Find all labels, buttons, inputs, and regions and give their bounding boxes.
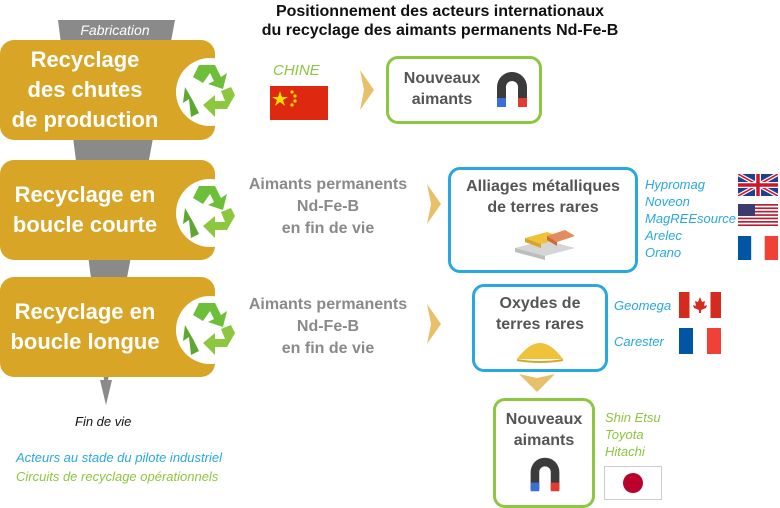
actor-name: Orano [645, 245, 682, 260]
uk-flag-icon [738, 174, 778, 196]
metal-ingots-icon [515, 230, 575, 260]
recycle-icon [176, 296, 244, 364]
magnet-icon [497, 72, 527, 107]
funnel-top-label: Fabrication [80, 22, 150, 38]
diagram-title: Positionnement des acteurs internationau… [190, 2, 690, 40]
actor-geomega: Geomega [614, 298, 672, 313]
product-box-new-magnets-2: Nouveaux aimants [493, 398, 595, 508]
arrow-right-icon [427, 304, 441, 344]
actor-name: MagREEsource [645, 211, 737, 226]
france-flag-icon [679, 328, 721, 354]
recycle-icon [176, 179, 244, 247]
product-box-rare-earth-alloys: Alliages métalliques de terres rares [448, 167, 638, 273]
magnet-icon [530, 457, 560, 492]
canada-flag-icon [679, 292, 721, 318]
legend-pilot: Acteurs au stade du pilote industriel [16, 450, 222, 465]
actor-name: Hitachi [605, 444, 645, 459]
product-title: Nouveaux aimants [505, 411, 583, 449]
actor-name: Noveon [645, 194, 690, 209]
oxide-powder-icon [517, 343, 563, 363]
arrow-right-icon [427, 184, 441, 224]
actor-name: Hypromag [645, 177, 705, 192]
product-title: Oxydes de terres rares [495, 295, 585, 333]
france-flag-icon [738, 236, 778, 260]
china-flag-icon [270, 86, 328, 120]
actors-list-alloys: Hypromag Noveon MagREEsource Arelec Oran… [645, 176, 736, 261]
recycle-icon [176, 58, 244, 126]
stage-short-loop: Recyclage en boucle courte [0, 160, 215, 260]
legend-operational: Circuits de recyclage opérationnels [16, 469, 219, 484]
input-end-of-life-magnets: Aimants permanents Nd-Fe-B en fin de vie [248, 296, 408, 357]
product-box-rare-earth-oxides: Oxydes de terres rares [472, 284, 608, 372]
product-title: Nouveaux aimants [403, 70, 481, 108]
country-label-china: CHINE [273, 62, 320, 79]
product-title: Alliages métalliques de terres rares [466, 178, 620, 216]
arrow-right-icon [360, 70, 374, 110]
actors-list-new-magnets: Shin Etsu Toyota Hitachi [605, 409, 661, 460]
stage-label: Recyclage en boucle courte [12, 182, 158, 237]
funnel-bottom-label: Fin de vie [75, 414, 132, 429]
title-line-1: Positionnement des acteurs internationau… [275, 3, 605, 20]
us-flag-icon [738, 204, 778, 226]
japan-flag-icon [604, 466, 662, 500]
input-end-of-life-magnets: Aimants permanents Nd-Fe-B en fin de vie [248, 176, 408, 237]
actor-name: Shin Etsu [605, 410, 661, 425]
actor-name: Toyota [605, 427, 644, 442]
stage-label: Recyclage en boucle longue [10, 299, 160, 354]
stage-label: Recyclage des chutes de production [11, 47, 159, 132]
arrow-down-icon [519, 374, 555, 392]
actor-name: Arelec [645, 228, 682, 243]
title-line-2: du recyclage des aimants permanents Nd-F… [261, 22, 619, 39]
product-box-new-magnets-1: Nouveaux aimants [386, 56, 542, 124]
actor-carester: Carester [614, 334, 664, 349]
